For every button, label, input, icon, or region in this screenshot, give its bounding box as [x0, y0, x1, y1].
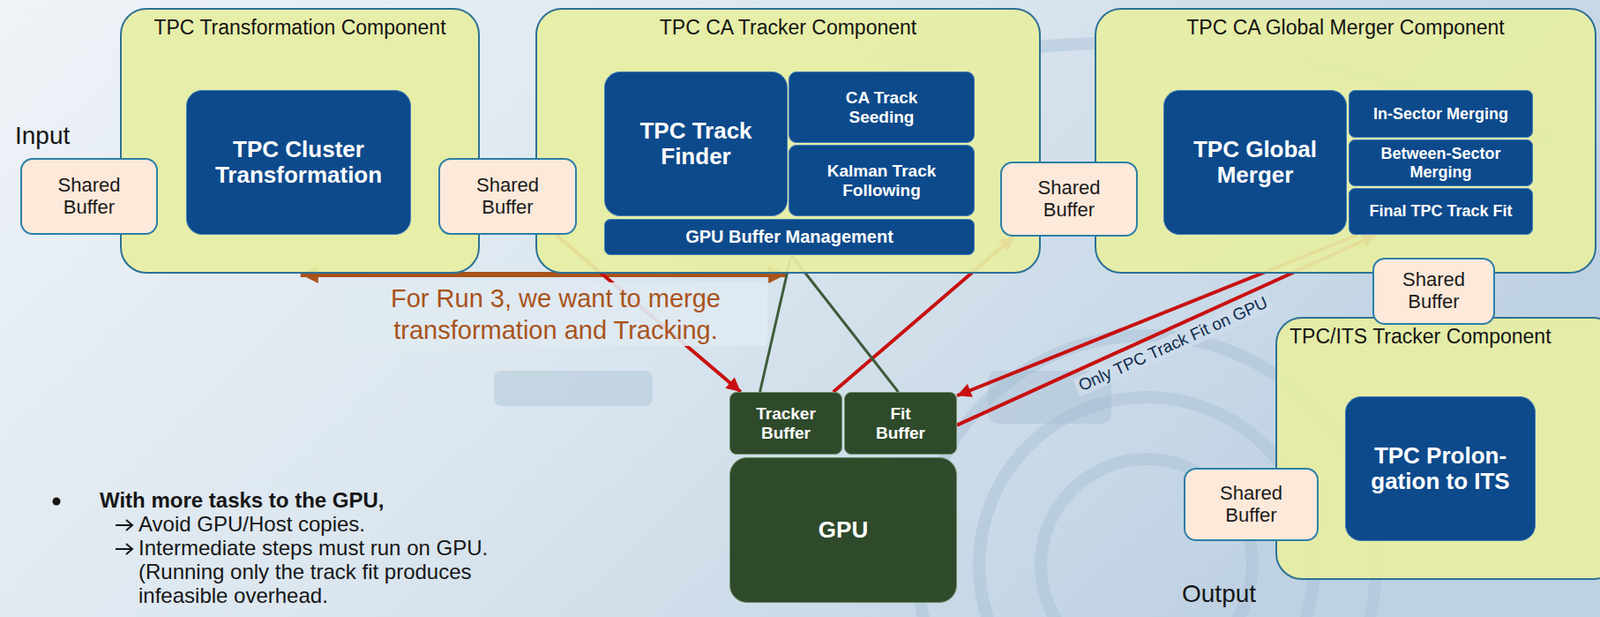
bullet-text: Intermediate steps must run on GPU. (Run…	[138, 535, 527, 607]
node-text: Shared Buffer	[1201, 482, 1301, 526]
node-text: TPC CA Global Merger Component	[1096, 16, 1595, 40]
node-text: TPC Cluster Transformation	[197, 136, 400, 188]
arrow-bullet	[115, 519, 133, 531]
node-text: TPC Global Merger	[1174, 136, 1336, 188]
management-bar: GPU Buffer Management	[604, 218, 975, 255]
node-text: GPU Buffer Management	[685, 226, 894, 247]
process-box: TPC Prolon- gation to ITS	[1345, 396, 1536, 541]
arrow-bullet	[115, 543, 133, 554]
component-panel: TPC CA Tracker ComponentTPC Track Finder…	[535, 7, 1041, 274]
step-box: Final TPC Track Fit	[1348, 187, 1533, 235]
step-box: Kalman Track Following	[788, 144, 975, 217]
node-text: Between-Sector Merging	[1367, 144, 1515, 180]
node-text: Fit Buffer	[864, 403, 937, 442]
process-box: TPC Cluster Transformation	[186, 89, 412, 235]
node-text: GPU	[818, 516, 868, 543]
process-box: TPC Track Finder	[604, 71, 788, 217]
process-box: TPC Global Merger	[1163, 89, 1347, 235]
io-label: Input	[14, 121, 70, 150]
node-text: Shared Buffer	[1017, 177, 1121, 221]
shared-buffer: Shared Buffer	[20, 157, 158, 235]
node-text: TPC/ITS Tracker Component	[1289, 325, 1600, 349]
shared-buffer: Shared Buffer	[1372, 257, 1496, 325]
node-text: Shared Buffer	[1390, 269, 1478, 313]
component-panel: TPC/ITS Tracker ComponentTPC Prolon- gat…	[1275, 316, 1600, 580]
io-label: Output	[1181, 579, 1257, 608]
note-text: For Run 3, we want to merge transformati…	[343, 282, 768, 346]
node-text: TPC Track Finder	[615, 118, 777, 170]
component-panel: TPC CA Global Merger ComponentTPC Global…	[1094, 7, 1597, 274]
gpu-buffer: Fit Buffer	[844, 391, 958, 455]
gpu-box: GPU	[729, 456, 958, 603]
bullet-text: Avoid GPU/Host copies.	[138, 511, 366, 536]
node-text: Final TPC Track Fit	[1368, 201, 1512, 220]
node-text: CA Track Seeding	[815, 88, 948, 127]
node-text: TPC CA Tracker Component	[537, 16, 1040, 40]
edge-label: Only TPC Track Fit on GPU	[1072, 291, 1275, 397]
step-box: In-Sector Merging	[1348, 89, 1533, 138]
bullet-text: With more tasks to the GPU,	[99, 487, 385, 512]
flow-arrow	[791, 254, 898, 392]
shared-buffer: Shared Buffer	[438, 157, 577, 235]
step-box: CA Track Seeding	[788, 71, 975, 143]
node-text: TPC Transformation Component	[121, 16, 479, 40]
bullet-dot	[52, 497, 61, 506]
node-text: Tracker Buffer	[749, 403, 823, 442]
node-text: Kalman Track Following	[815, 161, 948, 200]
node-text: Shared Buffer	[456, 174, 560, 218]
node-text: Shared Buffer	[37, 174, 141, 218]
step-box: Between-Sector Merging	[1348, 139, 1533, 187]
node-text: TPC Prolon- gation to ITS	[1356, 442, 1525, 494]
gpu-buffer: Tracker Buffer	[729, 391, 843, 455]
component-panel: TPC Transformation ComponentTPC Cluster …	[119, 7, 480, 274]
shared-buffer: Shared Buffer	[1000, 161, 1138, 237]
shared-buffer: Shared Buffer	[1183, 467, 1319, 541]
node-text: In-Sector Merging	[1373, 104, 1509, 123]
